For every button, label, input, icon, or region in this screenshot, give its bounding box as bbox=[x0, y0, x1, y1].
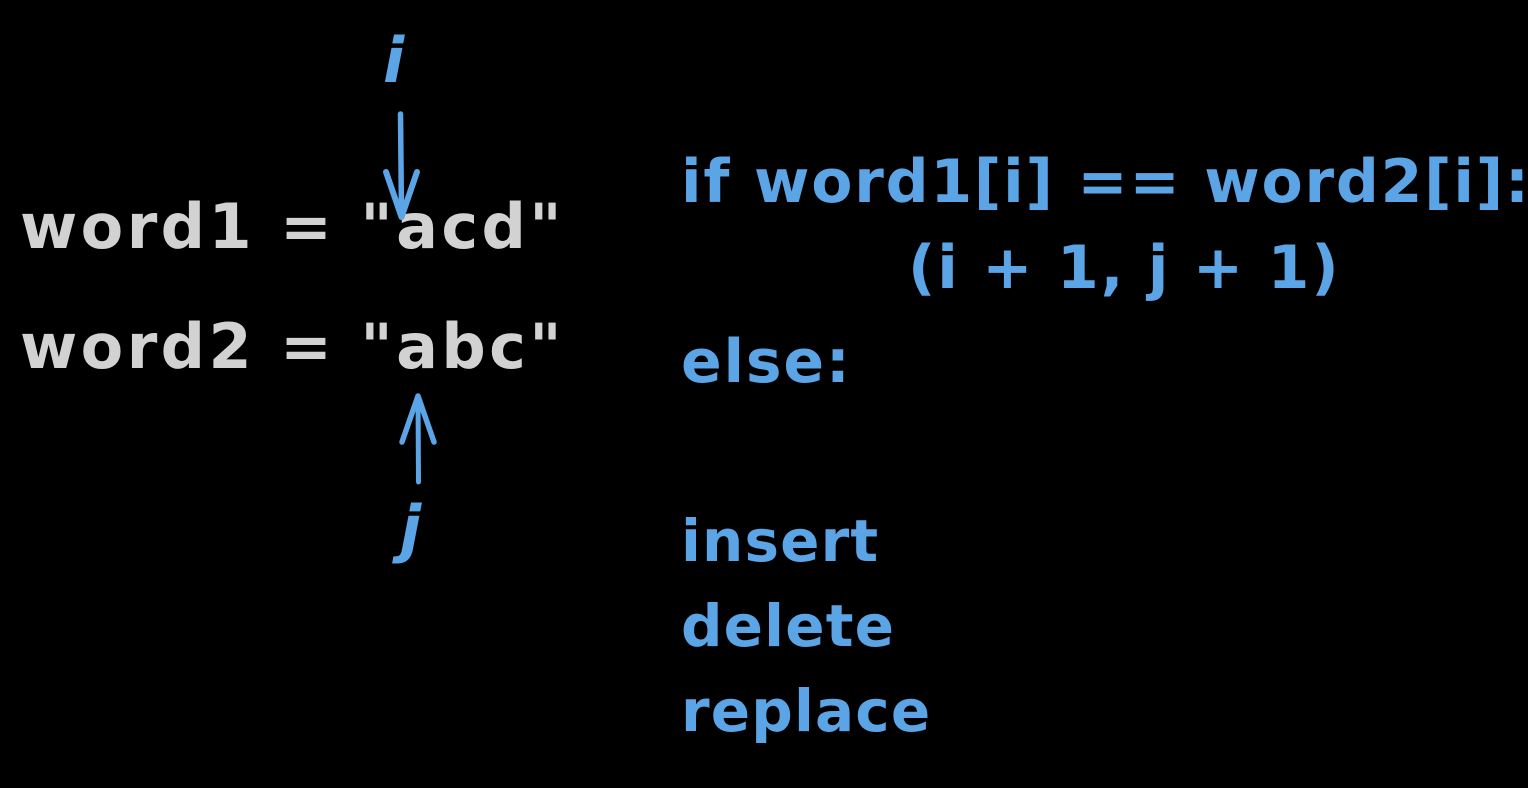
pseudocode-line-else: else: bbox=[681, 327, 852, 397]
word1-declaration: word1 = "acd" bbox=[20, 190, 565, 263]
operation-insert: insert bbox=[681, 507, 880, 575]
pointer-j-up-arrow-icon bbox=[388, 392, 452, 488]
operation-replace: replace bbox=[681, 677, 932, 745]
pointer-j-label: j bbox=[400, 492, 422, 565]
pseudocode-line-recurse: (i + 1, j + 1) bbox=[908, 233, 1341, 303]
operation-delete: delete bbox=[681, 592, 896, 660]
pointer-i-label: i bbox=[383, 24, 405, 97]
word2-declaration: word2 = "abc" bbox=[20, 310, 565, 383]
pseudocode-line-if: if word1[i] == word2[i]: bbox=[681, 147, 1528, 217]
